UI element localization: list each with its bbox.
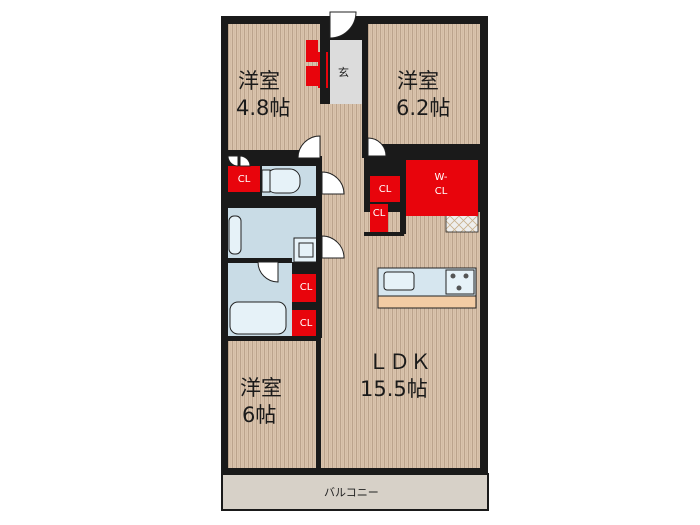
wall — [316, 338, 320, 468]
room-size-bottom-left: 6帖 — [242, 403, 277, 427]
kitchen-sink — [383, 271, 415, 291]
entrance-storage — [306, 66, 318, 86]
wall — [228, 150, 320, 156]
room-size-ldk: 15.5帖 — [360, 377, 428, 401]
walk-in-closet-label: CL — [434, 186, 448, 197]
walk-in-closet — [406, 160, 478, 216]
closet-top-left — [228, 166, 260, 192]
wall — [228, 336, 320, 341]
room-name-bottom-left: 洋室 — [240, 376, 282, 400]
wash-basin — [228, 215, 242, 255]
hallway-floor — [320, 104, 364, 232]
wall — [228, 258, 292, 263]
bath-door — [257, 261, 279, 283]
wall — [316, 156, 322, 338]
room-name-top-right: 洋室 — [397, 69, 439, 93]
walk-in-closet-label: W- — [434, 172, 448, 183]
room-door — [367, 137, 387, 157]
room-size-top-right: 6.2帖 — [396, 96, 451, 120]
wall — [364, 232, 404, 236]
closet-label: CL — [237, 174, 251, 185]
balcony — [221, 473, 489, 511]
closet-door — [239, 155, 251, 167]
room-door — [297, 135, 321, 159]
entrance-floor — [330, 40, 364, 104]
closet-label: CL — [299, 282, 313, 293]
entrance-label: 玄 — [338, 66, 349, 79]
western-room-bottom-left-floor — [228, 340, 318, 468]
closet-label: CL — [372, 208, 386, 219]
room-size-top-left: 4.8帖 — [236, 96, 291, 120]
closet-bath-lower — [292, 310, 320, 338]
closet-top-right — [370, 176, 400, 202]
wall — [400, 158, 406, 234]
ldk-floor — [321, 212, 480, 468]
closet-bath-upper — [292, 274, 320, 302]
wall — [366, 150, 480, 156]
washing-machine-pan — [293, 237, 319, 263]
closet-label: CL — [299, 318, 313, 329]
burner — [450, 273, 456, 279]
room-name-top-left: 洋室 — [238, 69, 280, 93]
washing-machine-drain — [298, 242, 314, 258]
closet-door — [227, 155, 239, 167]
western-room-top-left-floor — [228, 24, 320, 150]
bathtub — [229, 301, 287, 335]
entrance-door — [329, 11, 357, 39]
western-room-top-right-floor — [366, 24, 480, 144]
toilet-door — [321, 171, 345, 195]
wall — [228, 196, 320, 201]
washroom-door — [321, 235, 345, 259]
stove — [445, 269, 475, 295]
toilet-tank — [261, 169, 271, 193]
toilet — [265, 168, 301, 194]
closet-small — [370, 204, 388, 232]
wall — [320, 24, 326, 104]
balcony-label: バルコニー — [324, 486, 379, 499]
closet-label: CL — [378, 184, 392, 195]
entrance-storage — [306, 40, 318, 62]
burner — [456, 285, 462, 291]
burner — [463, 273, 469, 279]
room-name-ldk: ＬＤＫ — [368, 350, 431, 374]
wall — [362, 24, 368, 158]
